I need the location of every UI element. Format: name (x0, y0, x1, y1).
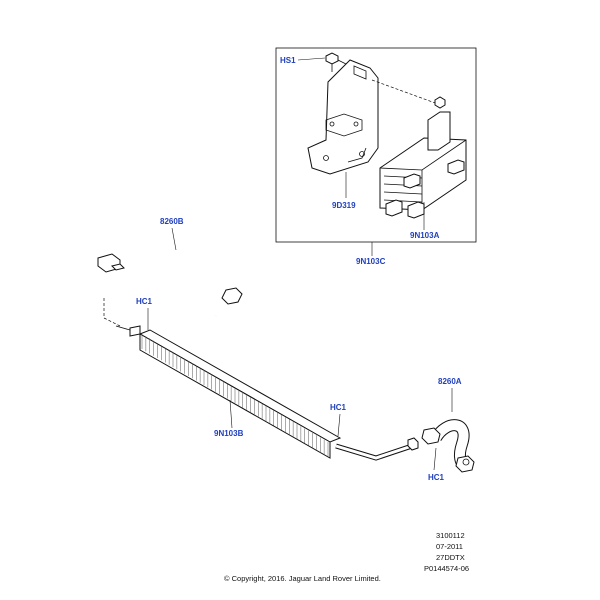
callout-9d319: 9D319 (332, 201, 356, 210)
callout-hs1: HS1 (280, 56, 296, 65)
cooler-fins (141, 334, 329, 457)
hose-8260b (97, 242, 243, 317)
leader-9n103b (229, 399, 233, 429)
hose-8260a (421, 419, 475, 473)
leader-8260b (171, 227, 177, 251)
callout-hc1-right: HC1 (428, 473, 445, 482)
guide-dash-bracket (371, 79, 439, 105)
callout-hc1-left: HC1 (136, 297, 153, 306)
bolt-hs1 (325, 52, 351, 72)
callout-8260a: 8260A (438, 377, 462, 386)
assembly-group-box (275, 47, 477, 243)
reference-line-4: P0144574-06 (424, 564, 469, 573)
callout-8260b: 8260B (160, 217, 184, 226)
cooler-9n103a (379, 111, 467, 219)
callout-9n103a: 9N103A (410, 231, 440, 240)
leader-hc1-right (433, 447, 437, 471)
bracket-9d319 (307, 59, 379, 175)
callout-9n103c: 9N103C (356, 257, 386, 266)
callout-9n103b: 9N103B (214, 429, 244, 438)
nut-cooler (434, 96, 446, 109)
copyright-notice: © Copyright, 2016. Jaguar Land Rover Lim… (224, 574, 381, 583)
leader-hc1-mid (337, 413, 341, 437)
leader-hs1 (297, 57, 326, 61)
guide-dash-left-2 (103, 317, 121, 327)
reference-line-3: 27DDTX (436, 553, 465, 562)
pipe-right (335, 437, 419, 461)
reference-line-2: 07-2011 (436, 542, 463, 551)
callout-hc1-mid: HC1 (330, 403, 347, 412)
reference-line-1: 3100112 (436, 531, 465, 540)
